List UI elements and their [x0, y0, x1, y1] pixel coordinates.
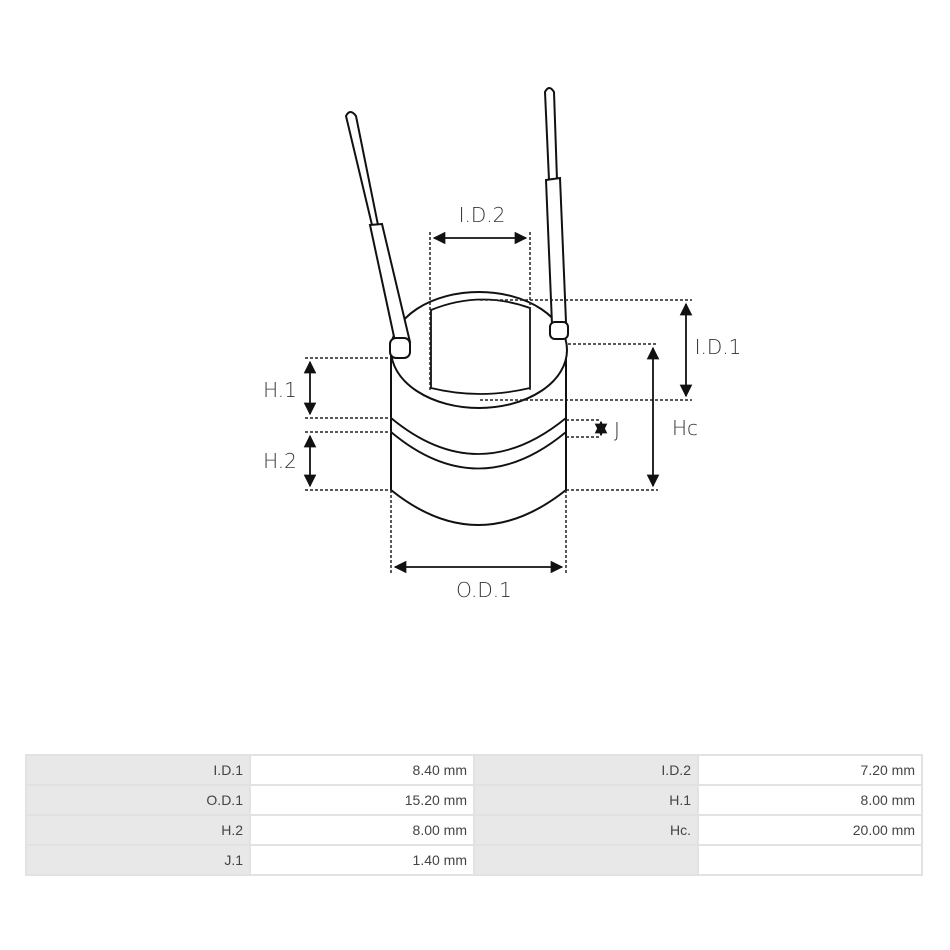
dim-value: 7.20 mm: [697, 754, 923, 786]
label-id1: I.D.1: [695, 335, 742, 359]
table-row: H.2 8.00 mm Hc. 20.00 mm: [25, 814, 923, 846]
dimension-id1: I.D.1: [480, 299, 742, 401]
slip-ring-diagram: I.D.2 I.D.1 Hc J H.1 H.2 O.D.1: [263, 87, 742, 602]
slip-ring-body: [390, 291, 568, 526]
right-wire: [543, 87, 569, 340]
label-h1: H.1: [263, 378, 297, 402]
table-row: I.D.1 8.40 mm I.D.2 7.20 mm: [25, 754, 923, 786]
dim-value: 8.00 mm: [697, 784, 923, 816]
dimension-id2: I.D.2: [429, 203, 531, 390]
dim-label: H.2: [25, 814, 251, 846]
table-row: J.1 1.40 mm: [25, 844, 923, 876]
label-hc: Hc: [672, 416, 698, 440]
dimension-hc: Hc: [566, 343, 698, 491]
dimensions-table: I.D.1 8.40 mm I.D.2 7.20 mm O.D.1 15.20 …: [25, 754, 923, 876]
label-id2: I.D.2: [459, 203, 506, 227]
label-h2: H.2: [263, 449, 297, 473]
dim-label: Hc.: [473, 814, 699, 846]
dimension-h1: H.1: [263, 357, 391, 419]
dimension-h2: H.2: [263, 431, 391, 491]
label-j: J: [614, 418, 620, 442]
left-wire: [344, 111, 412, 359]
dimension-od1: O.D.1: [390, 490, 567, 602]
dim-value: 8.00 mm: [249, 814, 475, 846]
dim-value: 15.20 mm: [249, 784, 475, 816]
dim-value: 8.40 mm: [249, 754, 475, 786]
dim-label: I.D.2: [473, 754, 699, 786]
dim-label: J.1: [25, 844, 251, 876]
dimension-j: J: [566, 418, 620, 442]
label-od1: O.D.1: [456, 578, 512, 602]
dim-value: 20.00 mm: [697, 814, 923, 846]
dim-label: O.D.1: [25, 784, 251, 816]
dim-label: [473, 844, 699, 876]
table-row: O.D.1 15.20 mm H.1 8.00 mm: [25, 784, 923, 816]
dim-label: H.1: [473, 784, 699, 816]
dim-value: [697, 844, 923, 876]
dim-label: I.D.1: [25, 754, 251, 786]
dim-value: 1.40 mm: [249, 844, 475, 876]
